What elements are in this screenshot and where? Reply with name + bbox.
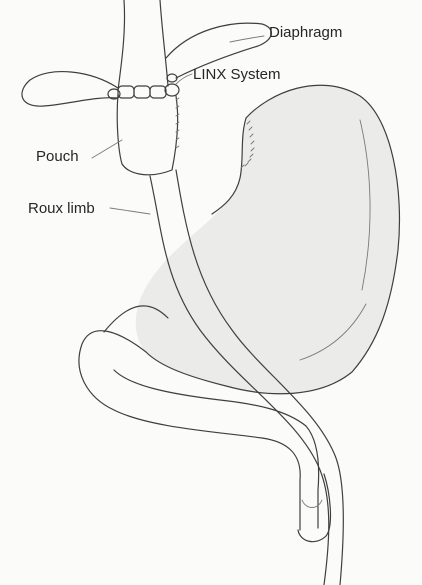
pouch-leader xyxy=(92,140,122,158)
label-pouch: Pouch xyxy=(36,148,79,166)
gastric-pouch xyxy=(117,94,179,175)
esophagus xyxy=(118,0,168,90)
diaphragm-leader xyxy=(230,36,264,42)
label-roux-limb: Roux limb xyxy=(28,200,95,218)
diaphragm-shape xyxy=(22,23,271,106)
label-diaphragm: Diaphragm xyxy=(269,24,342,42)
linx-leader xyxy=(176,74,192,84)
stomach-remnant xyxy=(136,85,400,394)
roux-leader xyxy=(110,208,150,214)
label-linx-system: LINX System xyxy=(193,66,281,84)
